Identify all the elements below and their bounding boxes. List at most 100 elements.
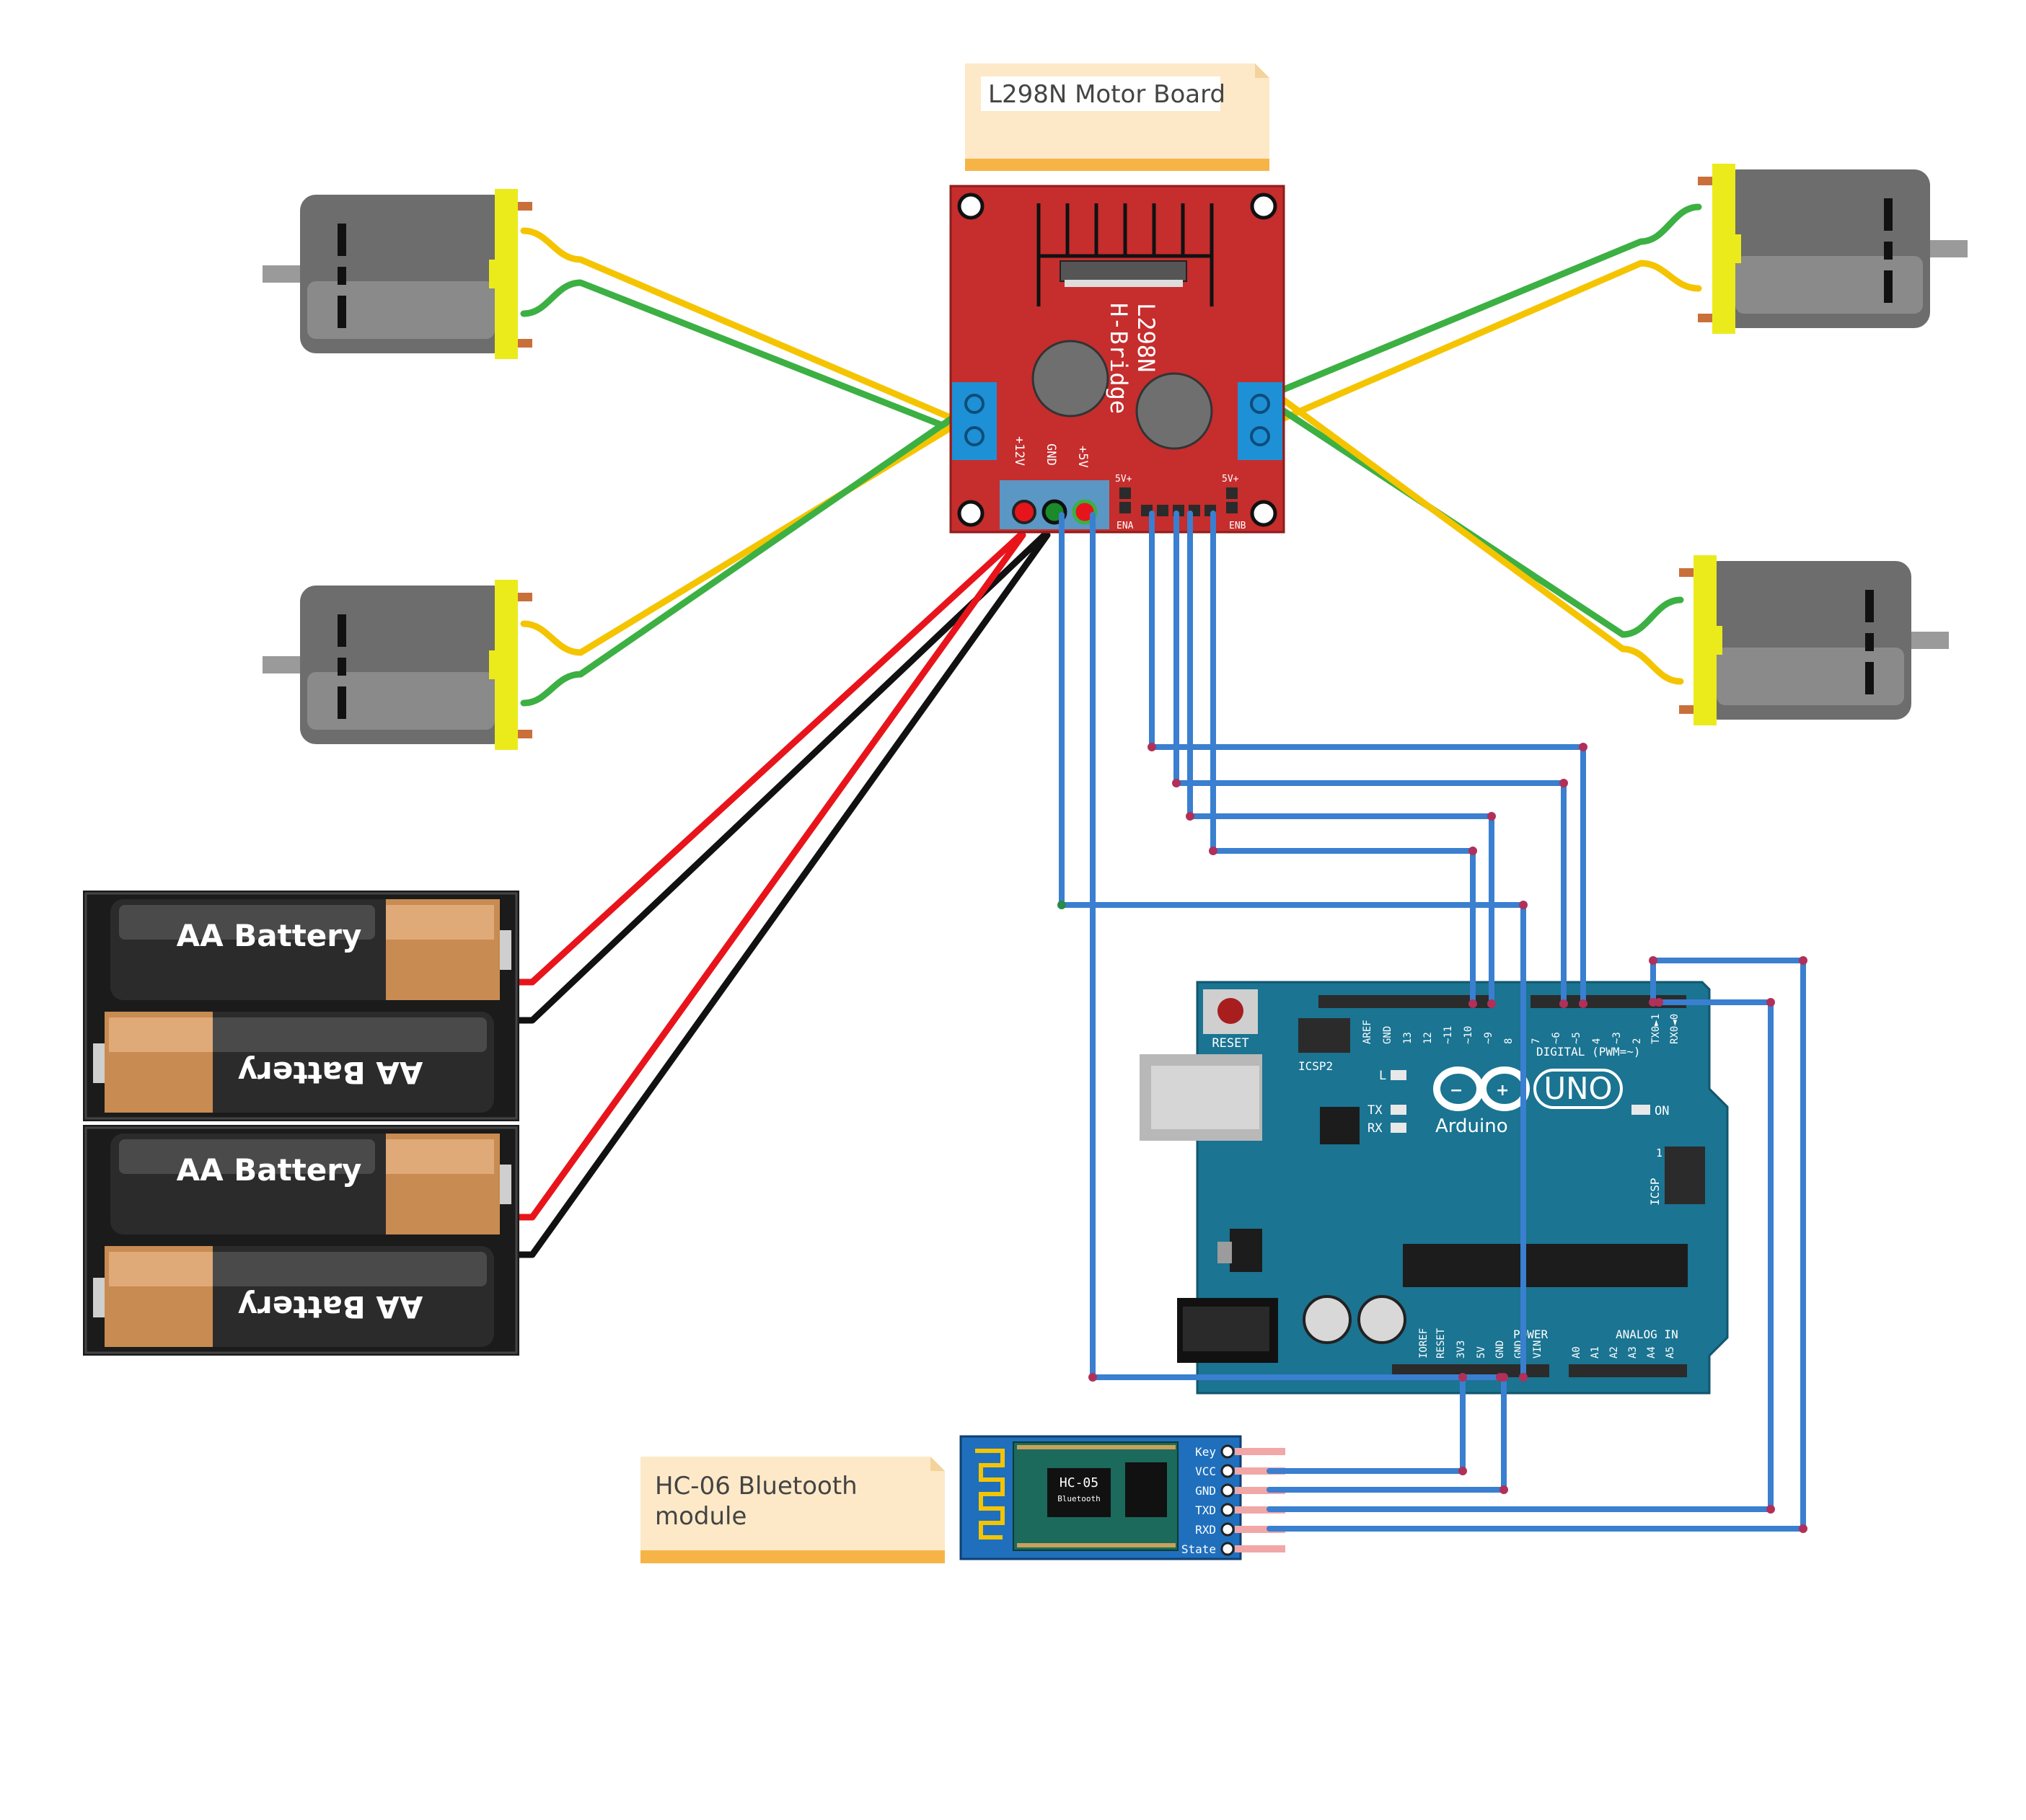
digital-pin-label: ~10	[1463, 1026, 1474, 1044]
digital-header-right	[1530, 995, 1686, 1008]
icsp2-header	[1298, 1018, 1350, 1053]
battery-label-1: AA Battery	[177, 918, 362, 953]
wire-black-1	[514, 531, 1048, 1024]
hc05-chip-label: HC-05	[1060, 1475, 1098, 1490]
hc05-pin-label: Key	[1195, 1445, 1216, 1459]
svg-text:−: −	[1450, 1082, 1463, 1100]
power-header	[1392, 1364, 1549, 1377]
hc05-pin-lead	[1235, 1487, 1285, 1494]
analog-label: ANALOG IN	[1616, 1328, 1678, 1341]
hc05-pin	[1220, 1444, 1235, 1459]
hc05-pin-label: VCC	[1195, 1465, 1216, 1478]
digital-pin-label: 7	[1530, 1038, 1542, 1044]
hc05-pin-lead	[1235, 1506, 1285, 1514]
pin-label-enb: ENB	[1229, 521, 1246, 531]
pin-label-ena: ENA	[1116, 521, 1134, 531]
digital-pin-label: ~3	[1611, 1032, 1623, 1044]
hc05-pin	[1220, 1464, 1235, 1478]
hc05-pin-lead	[1235, 1545, 1285, 1552]
svg-text:+: +	[1496, 1082, 1509, 1100]
wire-ena	[1149, 511, 1586, 1007]
wire-yellow-br	[1280, 397, 1684, 685]
wire-yellow-tr	[1280, 260, 1702, 422]
battery-pack-top: AA Battery AA Battery	[82, 889, 521, 1123]
hc05-pin	[1220, 1483, 1235, 1498]
wire-yellow-bl	[520, 423, 956, 656]
wire-in3	[1210, 511, 1476, 1007]
battery-label-2: AA Battery	[238, 1055, 423, 1090]
analog-pin-label: A2	[1608, 1346, 1620, 1359]
note-bluetooth-line1: HC-06 Bluetooth	[655, 1472, 858, 1501]
power-pin-label: GND	[1494, 1340, 1506, 1359]
digital-pin-label: ~5	[1571, 1032, 1582, 1044]
wire-in1	[1173, 511, 1567, 1007]
icsp2-label: ICSP2	[1298, 1059, 1333, 1073]
digital-pin-label: ~11	[1443, 1026, 1454, 1044]
digital-pin-label: TX0►1	[1650, 1014, 1662, 1044]
wire-gnd	[1059, 512, 1526, 1380]
l298n-title: L298N	[1132, 303, 1160, 372]
digital-pin-label: AREF	[1362, 1020, 1373, 1044]
arduino-brand: Arduino	[1435, 1116, 1508, 1137]
power-label: POWER	[1513, 1328, 1549, 1341]
motor-bottom-right	[1679, 555, 1949, 725]
hc05-pin-lead	[1235, 1448, 1285, 1455]
pin-label-5v-left: 5V+	[1115, 474, 1132, 485]
hc05-pin-label: State	[1181, 1542, 1216, 1556]
note-bluetooth: HC-06 Bluetooth module	[640, 1457, 945, 1563]
digital-label: DIGITAL (PWM=~)	[1536, 1045, 1641, 1059]
power-pin-label: VIN	[1532, 1340, 1543, 1359]
motor-bottom-left	[263, 580, 532, 750]
digital-pin-label: GND	[1382, 1026, 1393, 1044]
motor-top-right	[1698, 164, 1968, 334]
hc05-pin-lead	[1235, 1526, 1285, 1533]
digital-pin-label: 13	[1402, 1032, 1414, 1044]
battery-label-3: AA Battery	[177, 1152, 362, 1188]
reset-label: RESET	[1212, 1036, 1248, 1051]
led-tx-label: TX	[1367, 1103, 1383, 1118]
power-pin-label: IOREF	[1418, 1328, 1430, 1359]
analog-pin-label: A1	[1590, 1346, 1601, 1359]
digital-pin-label: 4	[1591, 1038, 1603, 1044]
digital-pin-label: 8	[1503, 1038, 1515, 1044]
digital-pin-label: ~9	[1483, 1032, 1494, 1044]
analog-pin-label: A5	[1665, 1346, 1676, 1359]
digital-pin-label: RX0◄0	[1669, 1014, 1681, 1044]
arduino-model: UNO	[1543, 1071, 1612, 1106]
wire-green-br	[1280, 407, 1684, 638]
battery-wires	[514, 531, 1051, 1258]
analog-pin-label: A0	[1571, 1346, 1582, 1359]
pin-label-12v: +12V	[1012, 436, 1026, 466]
power-pin-label: 5V	[1476, 1346, 1487, 1359]
antenna-trace	[975, 1449, 1005, 1540]
motor-wires	[520, 203, 1702, 707]
icsp-pin1-label: 1	[1656, 1147, 1662, 1159]
digital-pin-label: ~6	[1551, 1032, 1562, 1044]
pin-label-5v: +5V	[1075, 446, 1090, 468]
icsp-header	[1665, 1147, 1705, 1204]
hc05-pin-label: RXD	[1195, 1523, 1216, 1537]
hc05-pin	[1220, 1542, 1235, 1556]
hc05-pin	[1220, 1503, 1235, 1517]
note-motor-board-text: L298N Motor Board	[988, 80, 1225, 109]
wire-black-2	[514, 531, 1051, 1258]
wire-yellow-tl	[520, 227, 956, 422]
pin-label-5v-right: 5V+	[1222, 474, 1239, 485]
icsp-label: ICSP	[1648, 1178, 1662, 1206]
analog-pin-label: A3	[1627, 1346, 1639, 1359]
note-motor-board: L298N Motor Board	[965, 63, 1269, 171]
wire-junctions	[1057, 743, 1807, 1533]
arduino-uno: RESET ICSP2 L TX RX ON − + UNO Arduino 1	[1140, 981, 1729, 1395]
digital-header-left	[1318, 995, 1493, 1008]
signal-wires	[1059, 511, 1806, 1532]
wire-green-tr	[1280, 203, 1702, 393]
l298n-subtitle: H-Bridge	[1105, 303, 1132, 414]
led-rx-label: RX	[1367, 1121, 1383, 1136]
wire-green-tl	[520, 279, 956, 433]
